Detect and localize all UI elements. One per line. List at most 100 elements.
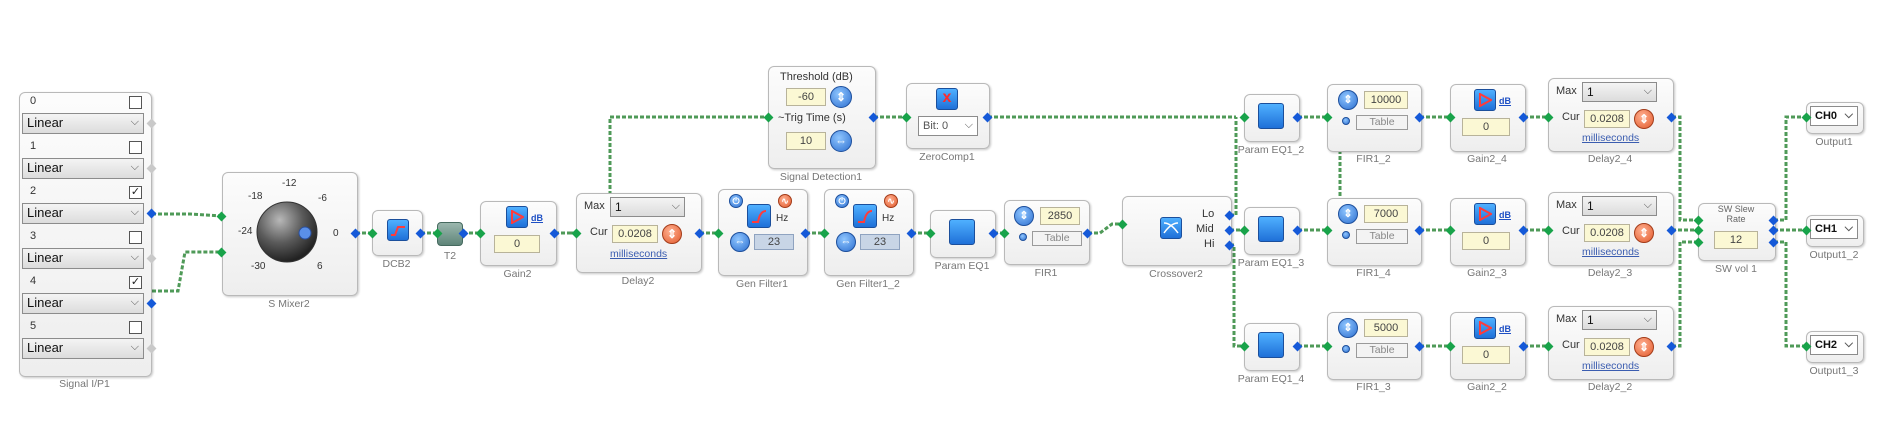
gen-filter1-2-freq-icon[interactable]: ⇔ bbox=[836, 232, 856, 252]
param-eq1-3-icon[interactable] bbox=[1258, 216, 1284, 242]
input-channel-1-mode-select[interactable]: Linear⌵ bbox=[22, 158, 144, 179]
param-eq1-caption: Param EQ1 bbox=[934, 260, 990, 272]
delay2-cur-value[interactable]: 0.0208 bbox=[612, 225, 658, 243]
gen-filter1-2-value[interactable]: 23 bbox=[860, 234, 900, 250]
input-channel-4-mode-select[interactable]: Linear⌵ bbox=[22, 293, 144, 314]
trig-time-value[interactable]: 10 bbox=[786, 132, 826, 150]
fir1-table-button[interactable]: Table bbox=[1032, 231, 1082, 246]
delay2-2-reset-icon[interactable]: ⇕ bbox=[1634, 337, 1654, 357]
delay2-unit[interactable]: milliseconds bbox=[610, 248, 668, 260]
fir1-3-adjust-icon[interactable]: ⇕ bbox=[1338, 318, 1358, 338]
delay2-reset-icon[interactable]: ⇕ bbox=[662, 224, 682, 244]
fir1-4-dot-icon bbox=[1342, 231, 1350, 239]
delay2-3-max-select[interactable]: 1⌵ bbox=[1582, 196, 1657, 216]
gen-filter1-curve bbox=[752, 210, 767, 223]
delay2-3-cur-value[interactable]: 0.0208 bbox=[1584, 224, 1630, 242]
fir1-4-adjust-icon[interactable]: ⇕ bbox=[1338, 204, 1358, 224]
output1-2-channel-select[interactable]: CH1⌵ bbox=[1810, 219, 1858, 239]
delay2-4-max-select[interactable]: 1⌵ bbox=[1582, 82, 1657, 102]
gen-filter1-2-wave-icon[interactable]: ∿ bbox=[884, 194, 898, 208]
knob-icon[interactable] bbox=[255, 200, 319, 264]
delay2-4-cur-value[interactable]: 0.0208 bbox=[1584, 110, 1630, 128]
threshold-adjust-icon[interactable]: ⇕ bbox=[830, 86, 852, 108]
delay2-3-reset-icon[interactable]: ⇕ bbox=[1634, 223, 1654, 243]
delay2-4-reset-icon[interactable]: ⇕ bbox=[1634, 109, 1654, 129]
input-channel-2-mode-select[interactable]: Linear⌵ bbox=[22, 203, 144, 224]
threshold-value[interactable]: -60 bbox=[786, 88, 826, 106]
wire-fir1-cross bbox=[1088, 222, 1122, 235]
wire-ip-ch4-mixer bbox=[152, 250, 222, 293]
param-eq1-4-icon[interactable] bbox=[1258, 332, 1284, 358]
input-channel-0-number: 0 bbox=[30, 95, 37, 107]
delay2-4-caption: Delay2_4 bbox=[1587, 153, 1633, 165]
mixer-tick-minus30: -30 bbox=[251, 261, 266, 272]
s-mixer-caption: S Mixer2 bbox=[268, 298, 310, 310]
threshold-label: Threshold (dB) bbox=[780, 71, 853, 83]
param-eq1-2-icon[interactable] bbox=[1258, 103, 1284, 129]
zerocomp-bit-select[interactable]: Bit: 0⌵ bbox=[918, 116, 978, 136]
chevron-down-icon: ⌵ bbox=[130, 206, 139, 218]
delay2-4-max-label: Max bbox=[1556, 85, 1577, 97]
gain2-2-db-link[interactable]: dB bbox=[1499, 324, 1511, 334]
param-eq1-icon[interactable] bbox=[949, 219, 975, 245]
chevron-down-icon: ⌵ bbox=[130, 251, 139, 263]
gen-filter1-freq-icon[interactable]: ⇔ bbox=[730, 232, 750, 252]
delay2-3-cur-label: Cur bbox=[1562, 225, 1580, 237]
gen-filter1-wave-icon[interactable]: ∿ bbox=[778, 194, 792, 208]
delay2-caption: Delay2 bbox=[621, 275, 655, 287]
delay2-2-max-select[interactable]: 1⌵ bbox=[1582, 310, 1657, 330]
gen-filter1-2-block[interactable] bbox=[824, 189, 914, 276]
gen-filter1-value[interactable]: 23 bbox=[754, 234, 794, 250]
output1-3-channel-select[interactable]: CH2⌵ bbox=[1810, 335, 1858, 355]
gain2-4-value[interactable]: 0 bbox=[1462, 118, 1510, 136]
gain2-value[interactable]: 0 bbox=[494, 235, 540, 253]
gen-filter1-2-power-icon[interactable]: ⏻ bbox=[835, 194, 849, 208]
input-channel-2-checkbox[interactable]: ✓ bbox=[129, 186, 142, 199]
input-channel-1-number: 1 bbox=[30, 140, 37, 152]
input-channel-5-checkbox[interactable] bbox=[129, 321, 142, 334]
input-channel-0-mode-select[interactable]: Linear⌵ bbox=[22, 113, 144, 134]
delay2-max-select[interactable]: 1⌵ bbox=[610, 197, 685, 217]
input-channel-3-checkbox[interactable] bbox=[129, 231, 142, 244]
fir1-3-table-button[interactable]: Table bbox=[1356, 343, 1408, 358]
input-channel-0-checkbox[interactable] bbox=[129, 96, 142, 109]
fir1-adjust-icon[interactable]: ⇕ bbox=[1014, 206, 1034, 226]
fir1-3-value[interactable]: 5000 bbox=[1364, 319, 1408, 337]
gain2-2-value[interactable]: 0 bbox=[1462, 346, 1510, 364]
input-channel-5-mode-label: Linear bbox=[27, 340, 64, 355]
wire-sw-out1 bbox=[1774, 115, 1806, 222]
fir1-2-table-button[interactable]: Table bbox=[1356, 115, 1408, 130]
fir1-4-value[interactable]: 7000 bbox=[1364, 205, 1408, 223]
output1-3-caption: Output1_3 bbox=[1809, 365, 1859, 377]
gen-filter1-caption: Gen Filter1 bbox=[736, 278, 788, 290]
delay2-4-unit[interactable]: milliseconds bbox=[1582, 132, 1640, 144]
delay2-2-cur-label: Cur bbox=[1562, 339, 1580, 351]
fir1-2-value[interactable]: 10000 bbox=[1364, 91, 1408, 109]
delay2-2-cur-value[interactable]: 0.0208 bbox=[1584, 338, 1630, 356]
sw-vol-value[interactable]: 12 bbox=[1714, 231, 1758, 249]
gen-filter1-2-hz: Hz bbox=[882, 213, 895, 224]
zerocomp-icon[interactable]: x bbox=[936, 88, 958, 110]
output1-channel-select[interactable]: CH0⌵ bbox=[1810, 106, 1858, 126]
input-channel-1-checkbox[interactable] bbox=[129, 141, 142, 154]
gen-filter1-2-caption: Gen Filter1_2 bbox=[836, 278, 900, 290]
input-channel-5-mode-select[interactable]: Linear⌵ bbox=[22, 338, 144, 359]
input-channel-3-mode-select[interactable]: Linear⌵ bbox=[22, 248, 144, 269]
gen-filter1-lowpass-icon[interactable] bbox=[747, 204, 771, 228]
fir1-value[interactable]: 2850 bbox=[1040, 207, 1080, 225]
crossover2-curve bbox=[1163, 222, 1179, 234]
signal-detection-block[interactable] bbox=[768, 66, 876, 169]
gain2-3-value[interactable]: 0 bbox=[1462, 232, 1510, 250]
trig-time-adjust-icon[interactable]: ⇔ bbox=[830, 130, 852, 152]
gain2-db-link[interactable]: dB bbox=[531, 213, 543, 223]
delay2-3-unit[interactable]: milliseconds bbox=[1582, 246, 1640, 258]
input-channel-1-mode-label: Linear bbox=[27, 160, 64, 175]
fir1-2-adjust-icon[interactable]: ⇕ bbox=[1338, 90, 1358, 110]
gain2-3-db-link[interactable]: dB bbox=[1499, 210, 1511, 220]
delay2-2-unit[interactable]: milliseconds bbox=[1582, 360, 1640, 372]
fir1-4-table-button[interactable]: Table bbox=[1356, 229, 1408, 244]
gain2-4-db-link[interactable]: dB bbox=[1499, 96, 1511, 106]
input-channel-4-checkbox[interactable]: ✓ bbox=[129, 276, 142, 289]
gen-filter1-power-icon[interactable]: ⏻ bbox=[729, 194, 743, 208]
